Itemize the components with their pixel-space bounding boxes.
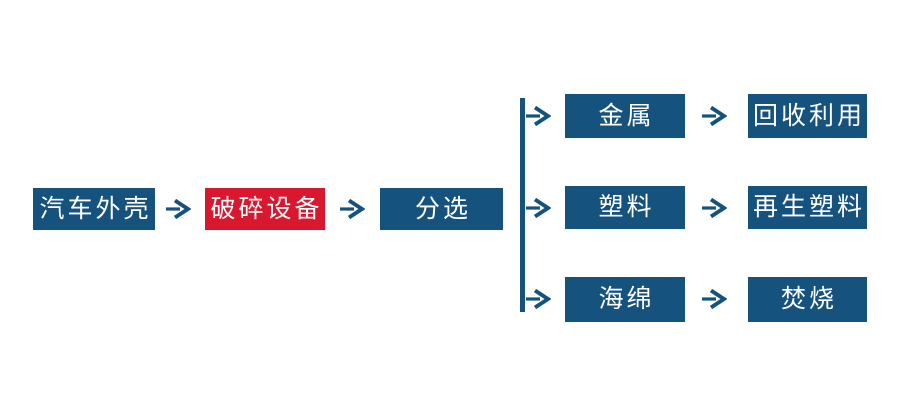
arrow-right-icon	[526, 105, 551, 127]
arrow-right-icon	[702, 105, 727, 127]
arrow-right-icon	[702, 197, 727, 219]
flow-node-car-shell: 汽车外壳	[33, 188, 155, 230]
branch-connector-line	[520, 98, 525, 312]
arrow-right-icon	[340, 198, 365, 220]
flow-node-sorting: 分选	[380, 188, 503, 230]
arrow-right-icon	[526, 288, 551, 310]
flow-node-sponge: 海绵	[565, 277, 685, 322]
flow-node-metal-outcome: 回收利用	[748, 94, 867, 138]
flow-node-metal: 金属	[565, 94, 685, 138]
flow-node-crusher: 破碎设备	[205, 188, 325, 230]
flow-node-plastic-outcome: 再生塑料	[748, 186, 867, 229]
arrow-right-icon	[526, 197, 551, 219]
arrow-right-icon	[166, 198, 191, 220]
arrow-right-icon	[702, 288, 727, 310]
flow-node-sponge-outcome: 焚烧	[748, 277, 867, 322]
flow-node-plastic: 塑料	[565, 186, 685, 229]
